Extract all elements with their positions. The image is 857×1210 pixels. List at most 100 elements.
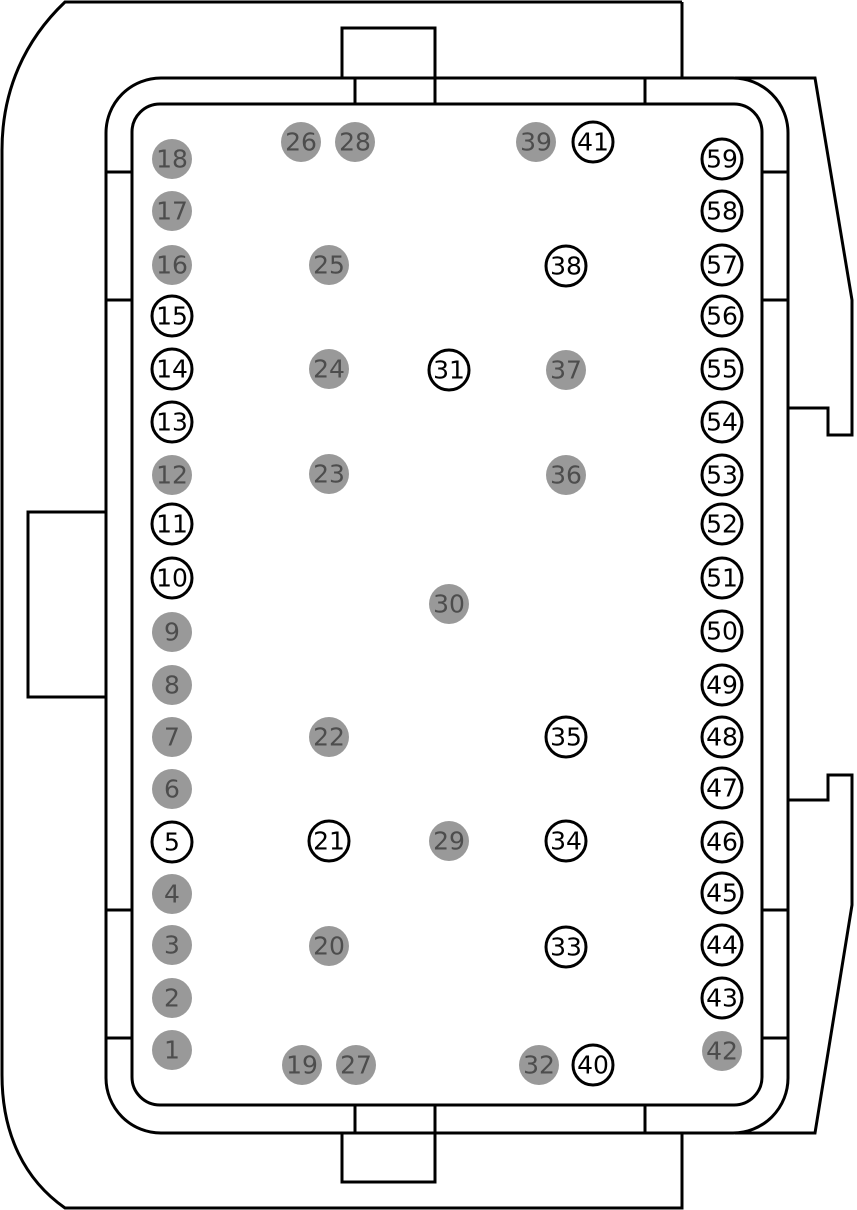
pin-9-populated: 9	[152, 612, 192, 652]
pin-circle	[152, 769, 192, 809]
pin-circle	[519, 1045, 559, 1085]
pin-circle	[150, 502, 194, 546]
pin-label: 40	[577, 1051, 609, 1080]
pin-3-populated: 3	[152, 925, 192, 965]
pin-circle	[700, 871, 744, 915]
pin-circle	[335, 122, 375, 162]
pin-59-empty: 59	[700, 137, 744, 181]
pin-14-empty: 14	[150, 347, 194, 391]
pin-circle	[150, 400, 194, 444]
pin-label: 53	[706, 461, 738, 490]
pin-label: 32	[523, 1051, 555, 1080]
pin-label: 38	[550, 252, 582, 281]
pin-26-populated: 26	[281, 122, 321, 162]
pin-circle	[546, 350, 586, 390]
pin-circle	[516, 122, 556, 162]
housing-inner-cavity	[130, 102, 764, 1107]
pin-circle	[544, 819, 588, 863]
pin-17-populated: 17	[152, 191, 192, 231]
pin-label: 19	[286, 1051, 318, 1080]
pin-circle	[152, 191, 192, 231]
pin-15-empty: 15	[150, 294, 194, 338]
pin-circle	[429, 584, 469, 624]
pin-42-populated: 42	[702, 1031, 742, 1071]
pin-49-empty: 49	[700, 663, 744, 707]
pin-32-populated: 32	[519, 1045, 559, 1085]
pin-circle	[544, 244, 588, 288]
pin-circle	[309, 454, 349, 494]
pin-label: 21	[313, 827, 345, 856]
pin-label: 13	[156, 408, 188, 437]
pin-label: 20	[313, 932, 345, 961]
pin-circle	[152, 612, 192, 652]
pin-11-empty: 11	[150, 502, 194, 546]
pin-50-empty: 50	[700, 609, 744, 653]
pin-53-empty: 53	[700, 453, 744, 497]
pin-label: 12	[156, 461, 188, 490]
pin-30-populated: 30	[429, 584, 469, 624]
pin-27-populated: 27	[336, 1045, 376, 1085]
pin-57-empty: 57	[700, 243, 744, 287]
pin-label: 46	[706, 828, 738, 857]
right-clip-lower	[735, 773, 854, 1135]
pin-19-populated: 19	[282, 1045, 322, 1085]
pin-1-populated: 1	[152, 1030, 192, 1070]
pin-circle	[152, 717, 192, 757]
pin-54-empty: 54	[700, 400, 744, 444]
pin-label: 18	[156, 145, 188, 174]
pin-4-populated: 4	[152, 874, 192, 914]
pin-label: 54	[706, 408, 738, 437]
pin-label: 17	[156, 197, 188, 226]
pin-circle	[309, 717, 349, 757]
right-clip	[735, 76, 854, 437]
pin-circle	[700, 715, 744, 759]
pin-circle	[700, 137, 744, 181]
pin-label: 11	[156, 510, 188, 539]
pin-46-empty: 46	[700, 820, 744, 864]
pin-circle	[152, 139, 192, 179]
pin-label: 30	[433, 590, 465, 619]
pin-58-empty: 58	[700, 189, 744, 233]
pin-circle	[282, 1045, 322, 1085]
pin-circle	[336, 1045, 376, 1085]
pin-circle	[150, 556, 194, 600]
pin-circle	[700, 556, 744, 600]
pin-circle	[152, 874, 192, 914]
pin-circle	[700, 243, 744, 287]
pin-label: 22	[313, 723, 345, 752]
pin-label: 45	[706, 879, 738, 908]
pin-label: 39	[520, 128, 552, 157]
pin-circle	[700, 347, 744, 391]
pin-circle	[571, 120, 615, 164]
pin-label: 35	[550, 723, 582, 752]
pin-21-empty: 21	[307, 819, 351, 863]
pin-circle	[152, 455, 192, 495]
pin-label: 26	[285, 128, 317, 157]
pin-circle	[700, 766, 744, 810]
pin-7-populated: 7	[152, 717, 192, 757]
pin-label: 28	[339, 128, 371, 157]
pin-label: 29	[433, 827, 465, 856]
pin-22-populated: 22	[309, 717, 349, 757]
pin-label: 33	[550, 933, 582, 962]
pin-41-empty: 41	[571, 120, 615, 164]
pin-label: 43	[706, 984, 738, 1013]
pin-55-empty: 55	[700, 347, 744, 391]
left-latch	[26, 510, 106, 699]
pin-circle	[700, 502, 744, 546]
pin-47-empty: 47	[700, 766, 744, 810]
pin-31-empty: 31	[427, 348, 471, 392]
pin-43-empty: 43	[700, 976, 744, 1020]
pin-56-empty: 56	[700, 294, 744, 338]
pin-39-populated: 39	[516, 122, 556, 162]
pin-circle	[152, 925, 192, 965]
pin-label: 56	[706, 302, 738, 331]
pin-label: 6	[164, 775, 180, 804]
pin-circle	[150, 347, 194, 391]
pin-label: 10	[156, 564, 188, 593]
pin-label: 34	[550, 827, 582, 856]
pin-circle	[307, 819, 351, 863]
pin-circle	[546, 455, 586, 495]
bottom-tab	[340, 1105, 437, 1184]
